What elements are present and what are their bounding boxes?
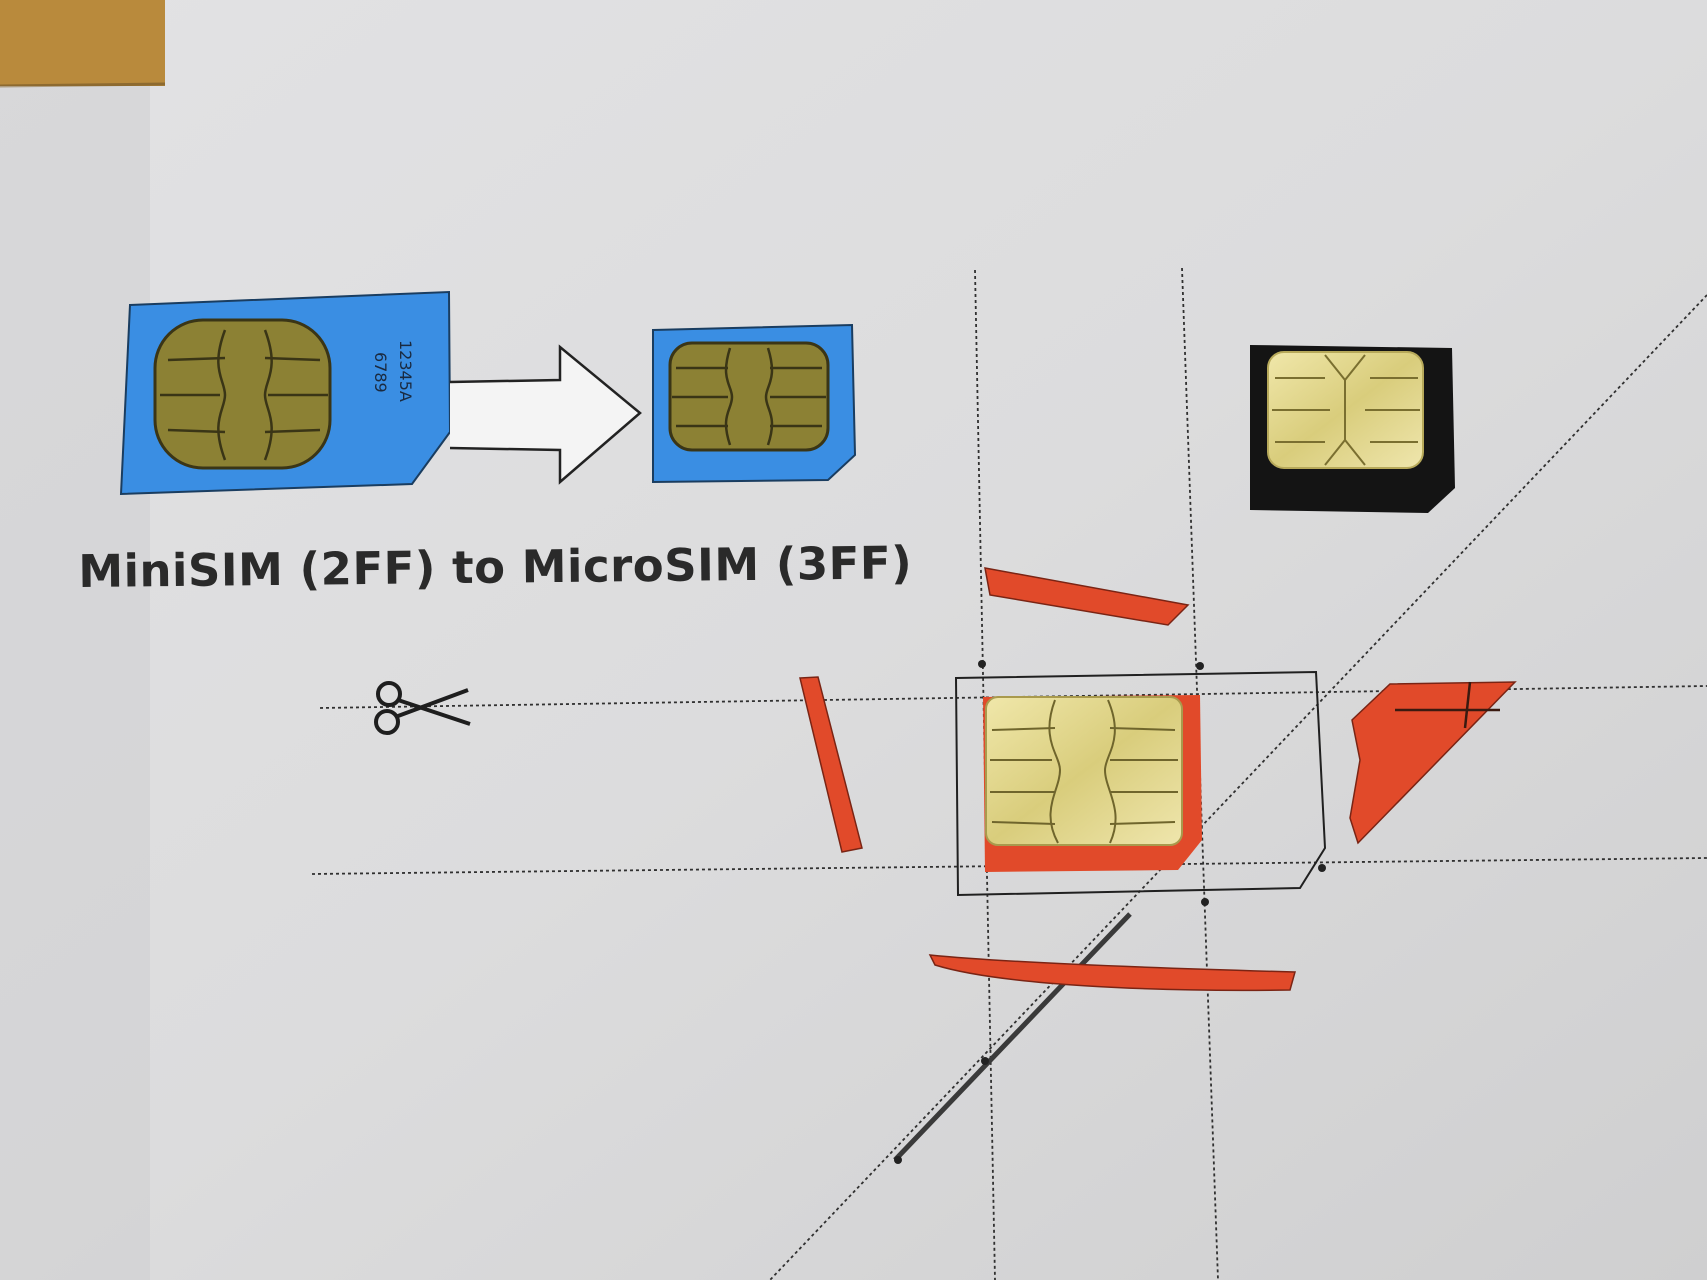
paper-shadow — [0, 86, 150, 1280]
mini-sim-illustration: 12345A 6789 — [119, 290, 452, 496]
sim-number-1: 12345A — [396, 340, 415, 402]
scissors-icon — [374, 681, 471, 735]
sim-number-line2: 6789 — [371, 352, 390, 393]
cut-micro-sim — [983, 695, 1202, 872]
arrow-right-icon — [449, 344, 642, 485]
sim-template-outline — [954, 670, 1327, 897]
caption-text: MiniSIM (2FF) to MicroSIM (3FF) — [78, 536, 913, 598]
sim-number-2: 6789 — [371, 352, 390, 393]
table-corner — [0, 0, 165, 86]
nano-sim-photo — [1250, 345, 1455, 513]
marker-dots — [894, 660, 1326, 1164]
sim-number-line1: 12345A — [396, 340, 415, 402]
micro-sim-chip — [668, 341, 830, 452]
pen-line — [893, 912, 1132, 1162]
cut-off-pieces — [799, 567, 1517, 992]
cut-sim-chip — [985, 696, 1183, 846]
micro-sim-illustration — [652, 323, 857, 484]
